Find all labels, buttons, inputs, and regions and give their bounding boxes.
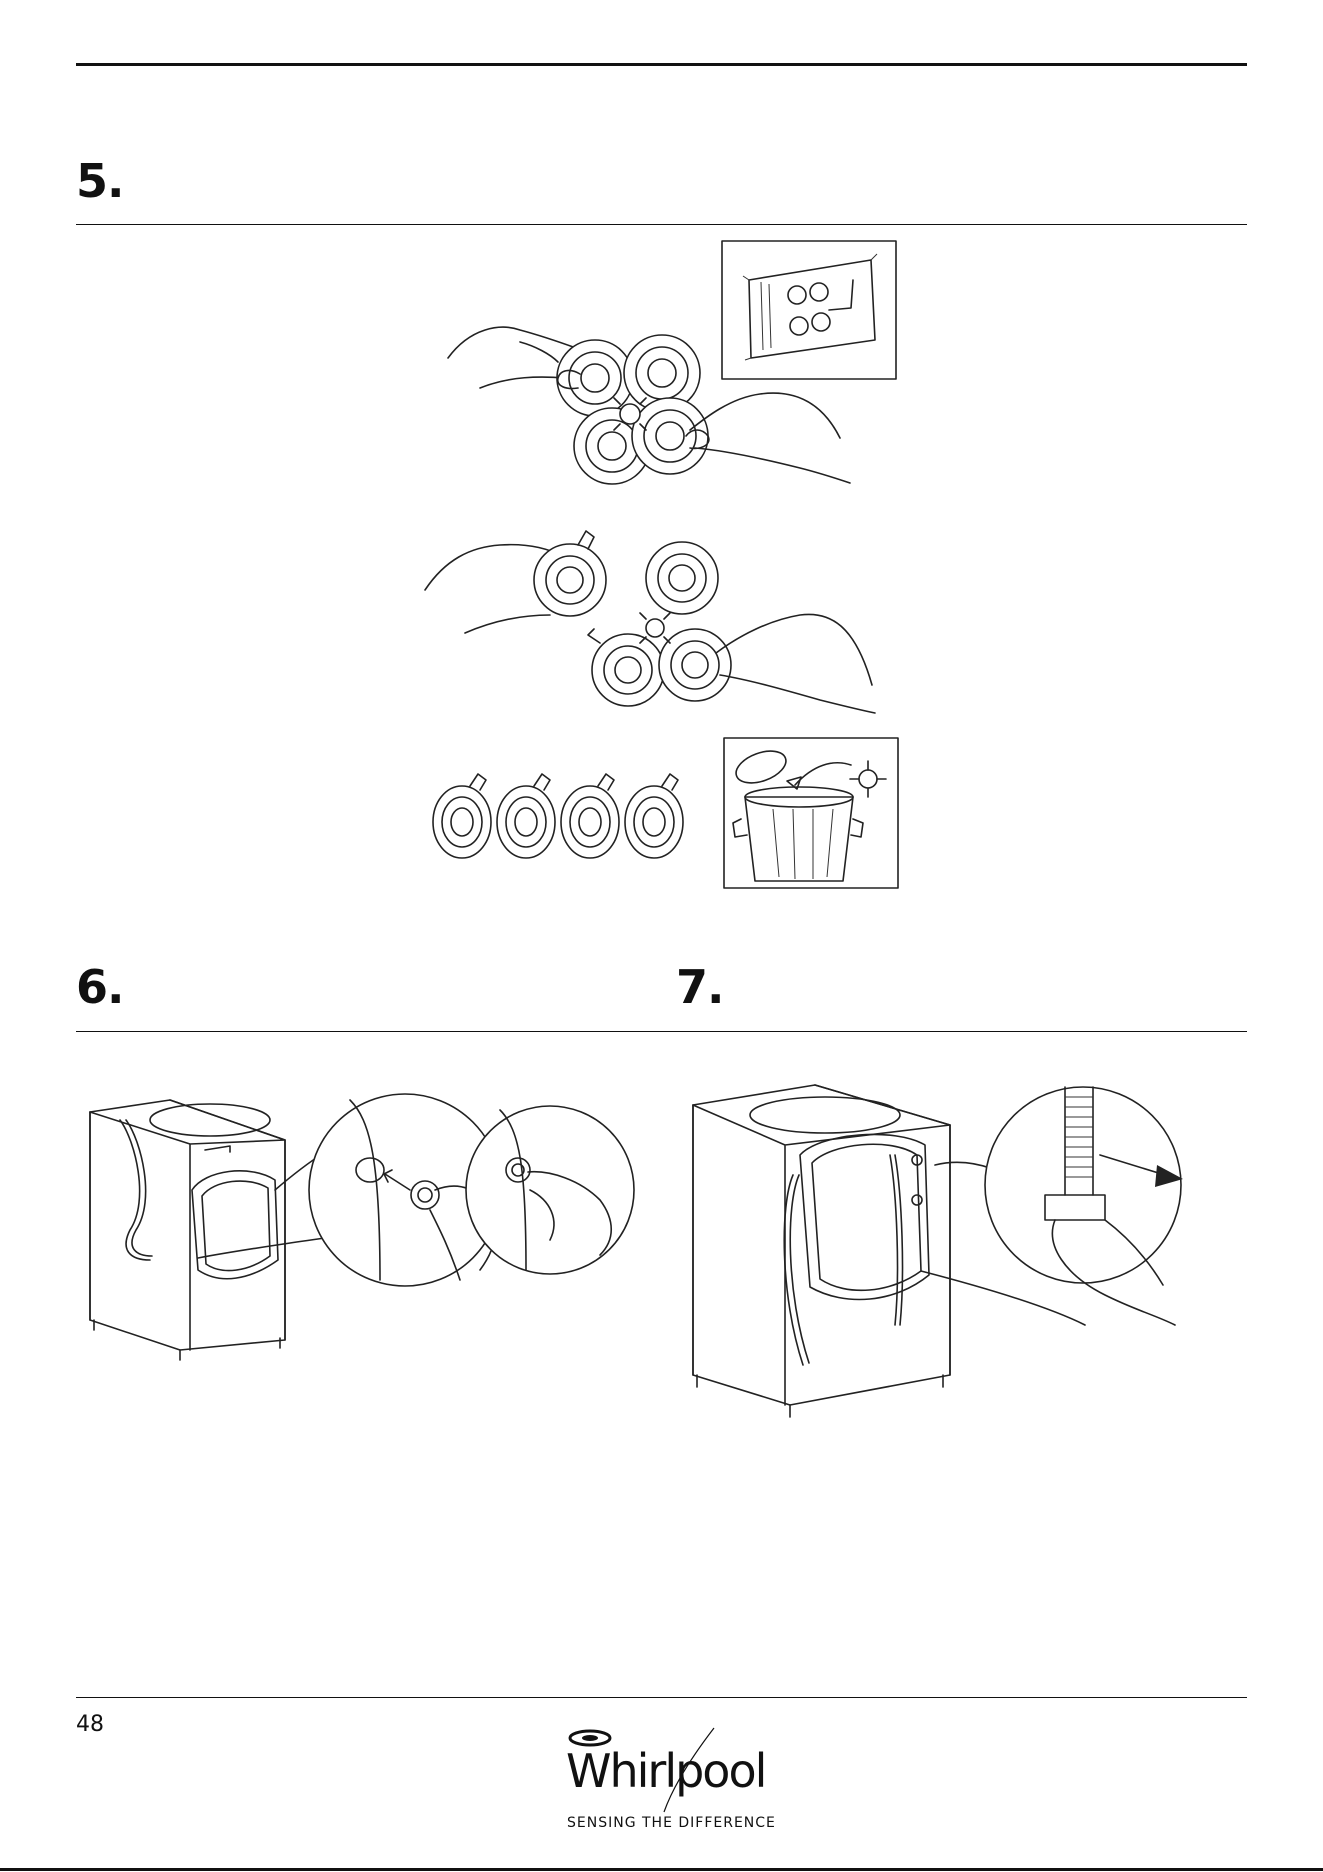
feet-assembly-illustration-1 <box>440 318 860 508</box>
feet-assembly-illustration-2 <box>420 525 880 720</box>
step-7-number: 7. <box>676 964 723 1010</box>
step-5-rule <box>76 224 1247 225</box>
step-6-washer-rear-illustration <box>80 1080 640 1370</box>
bottom-rule <box>0 1868 1323 1871</box>
step-6-number: 6. <box>76 964 123 1010</box>
step-7-washer-rear-illustration <box>685 1075 1205 1445</box>
step-6-7-rule <box>76 1031 1247 1032</box>
top-rule <box>76 63 1247 66</box>
page-number: 48 <box>76 1712 104 1737</box>
brand-tagline: SENSING THE DIFFERENCE <box>567 1815 776 1831</box>
footer-rule <box>76 1697 1247 1698</box>
brand-name: Whirlpool <box>566 1744 765 1798</box>
step-5-number: 5. <box>76 158 123 204</box>
separated-feet-illustration <box>430 770 690 870</box>
dispose-bin-inset <box>723 737 899 889</box>
whirlpool-logo: Whirlpool <box>560 1722 770 1822</box>
